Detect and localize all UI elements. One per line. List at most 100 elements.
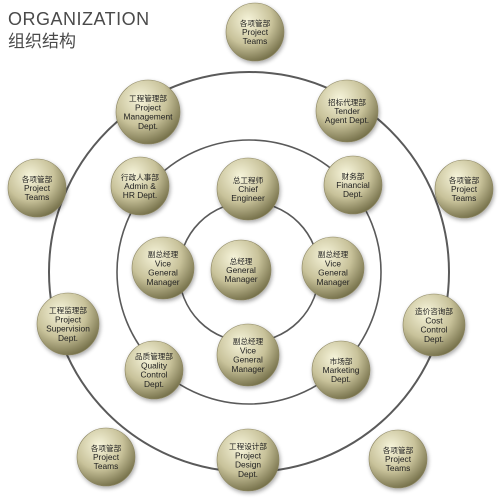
middle-ring xyxy=(116,139,382,405)
node-ball xyxy=(301,236,365,300)
node-label-zh: 工程设计部 xyxy=(229,441,267,451)
node-ball xyxy=(216,157,280,221)
node-ball xyxy=(225,2,285,62)
node-label-en: Manager xyxy=(316,277,349,287)
node-label-en: Dept. xyxy=(331,374,351,384)
node-label-zh: 各项管部 xyxy=(91,443,122,453)
node-label-en: Dept. xyxy=(424,334,444,344)
node-label-en: Design xyxy=(235,460,261,470)
node-ball xyxy=(323,155,383,215)
nodes-layer: 总经理GeneralManager总工程师ChiefEngineer副总经理Vi… xyxy=(7,2,494,492)
node-label-zh: 总经理 xyxy=(230,256,253,266)
node-label-en: Agent Dept. xyxy=(325,115,369,125)
node-label-zh: 招标代理部 xyxy=(328,97,366,107)
node-ball xyxy=(216,428,280,492)
node-label-en: Manager xyxy=(231,364,264,374)
node-ball xyxy=(311,340,371,400)
node-label-en: Teams xyxy=(452,193,477,203)
node-label-en: Teams xyxy=(243,36,268,46)
node-label-en: HR Dept. xyxy=(123,190,157,200)
node-label-en: Cost xyxy=(425,315,443,325)
node-label-en: Vice xyxy=(155,258,171,268)
node-label-en: Vice xyxy=(240,345,256,355)
node-label-en: Quality xyxy=(141,360,168,370)
node-label-en: Admin & xyxy=(124,181,156,191)
node-label-en: Chief xyxy=(238,184,258,194)
node-label-en: Tender xyxy=(334,106,360,116)
node-label-en: Project xyxy=(24,183,51,193)
node-label-en: General xyxy=(318,268,348,278)
node-label-zh: 各项管部 xyxy=(449,175,480,185)
node-ball xyxy=(315,79,379,143)
heading: ORGANIZATION 组织结构 xyxy=(8,8,150,53)
node-label-en: Dept. xyxy=(343,189,363,199)
node-label-zh: 财务部 xyxy=(342,171,365,181)
node-ball xyxy=(36,292,100,356)
node-label-en: Management xyxy=(124,112,174,122)
node-ball xyxy=(110,156,170,216)
node-label-en: Teams xyxy=(386,463,411,473)
heading-title-en: ORGANIZATION xyxy=(8,9,150,29)
node-label-en: Control xyxy=(141,370,168,380)
node-label-zh: 品质管理部 xyxy=(135,351,173,361)
node-label-en: Dept. xyxy=(238,469,258,479)
node-label-en: Project xyxy=(242,27,269,37)
node-ball xyxy=(402,293,466,357)
node-label-en: Financial xyxy=(336,180,370,190)
node-ball xyxy=(7,158,67,218)
node-label-zh: 各项管部 xyxy=(383,445,414,455)
node-label-en: Teams xyxy=(25,192,50,202)
node-label-en: Project xyxy=(235,450,262,460)
node-ball xyxy=(216,323,280,387)
node-ball xyxy=(210,239,272,301)
node-label-en: Marketing xyxy=(323,365,360,375)
node-label-en: Project xyxy=(385,454,412,464)
node-label-en: Project xyxy=(93,452,120,462)
heading-title-zh: 组织结构 xyxy=(8,32,76,52)
node-label-zh: 副总经理 xyxy=(318,249,349,259)
node-label-en: General xyxy=(233,355,263,365)
node-label-zh: 造价咨询部 xyxy=(415,306,453,316)
node-label-zh: 各项管部 xyxy=(22,174,53,184)
node-label-en: Project xyxy=(55,314,82,324)
node-label-zh: 总工程师 xyxy=(233,175,264,185)
node-label-en: Manager xyxy=(146,277,179,287)
node-ball xyxy=(368,429,428,489)
node-label-en: Engineer xyxy=(231,193,265,203)
node-label-zh: 行政人事部 xyxy=(121,172,159,182)
node-ball xyxy=(76,427,136,487)
node-label-en: Teams xyxy=(94,461,119,471)
node-label-zh: 工程监理部 xyxy=(49,305,87,315)
node-label-zh: 市场部 xyxy=(330,356,353,366)
node-label-en: Control xyxy=(421,325,448,335)
node-ball xyxy=(124,340,184,400)
node-label-en: Vice xyxy=(325,258,341,268)
node-label-zh: 工程管理部 xyxy=(129,93,167,103)
node-label-en: Dept. xyxy=(144,379,164,389)
node-ball xyxy=(131,236,195,300)
node-ball xyxy=(434,159,494,219)
node-label-en: Dept. xyxy=(58,333,78,343)
node-label-en: Supervision xyxy=(46,324,90,334)
node-label-zh: 副总经理 xyxy=(233,336,264,346)
